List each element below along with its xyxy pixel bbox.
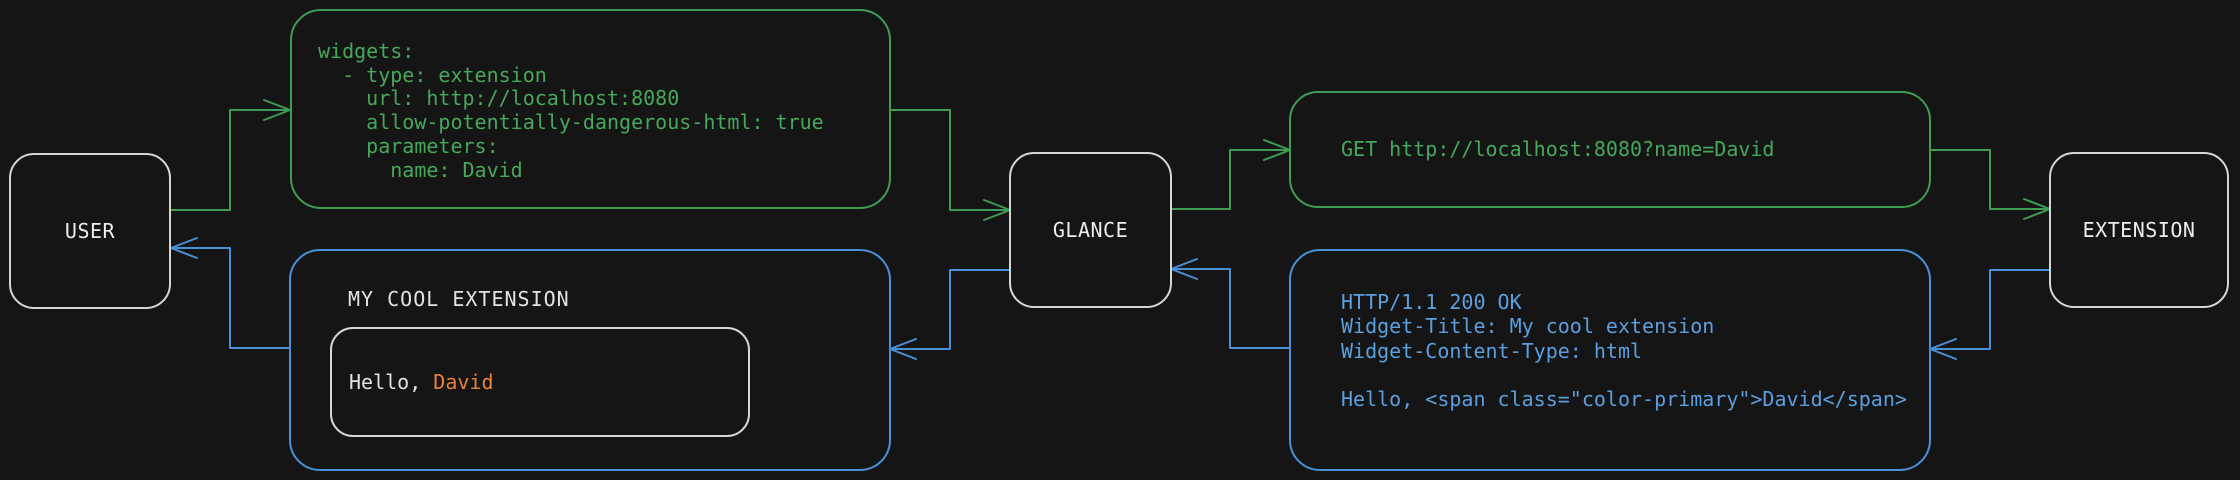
widget-greeting-frame (330, 327, 750, 437)
arrow-glance-to-widget (889, 269, 1011, 360)
widget-preview-title: MY COOL EXTENSION (348, 287, 570, 311)
response-http-code: HTTP/1.1 200 OK Widget-Title: My cool ex… (1341, 290, 1907, 412)
config-yaml-code: widgets: - type: extension url: http://l… (318, 39, 824, 182)
extension-node-label: EXTENSION (2082, 218, 2196, 242)
arrow-extension-to-response (1929, 269, 2051, 360)
config-box (290, 9, 891, 209)
user-node-box (9, 153, 171, 309)
response-box (1289, 249, 1931, 471)
arrow-request-to-extension (1929, 149, 2051, 220)
glance-node-box (1009, 152, 1172, 308)
arrow-user-to-config (169, 99, 291, 211)
request-box (1289, 91, 1931, 208)
widget-greeting: Hello, David (349, 370, 494, 394)
greeting-name: David (433, 370, 494, 394)
glance-node-label: GLANCE (1052, 218, 1129, 242)
request-text: GET http://localhost:8080?name=David (1341, 137, 1775, 161)
arrow-widget-to-user (170, 237, 291, 349)
arrow-glance-to-request (1170, 139, 1291, 210)
widget-preview-box (289, 249, 891, 471)
arrow-response-to-glance (1170, 258, 1291, 349)
greeting-prefix: Hello, (349, 370, 434, 394)
extension-node-box (2049, 152, 2229, 308)
user-node-label: USER (64, 219, 116, 243)
arrow-config-to-glance (889, 109, 1011, 221)
